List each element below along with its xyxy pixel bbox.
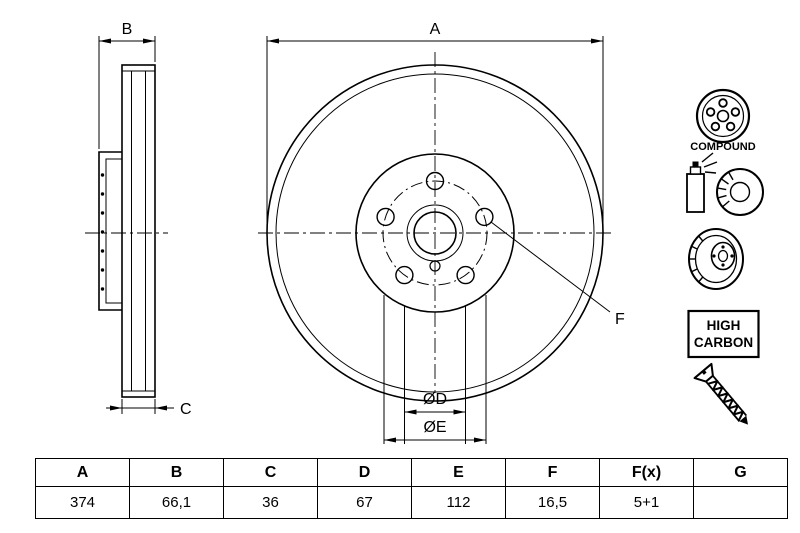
spec-header-a: A — [35, 458, 130, 487]
spray-coating-icon — [686, 152, 764, 216]
spec-value-fx: 5+1 — [599, 486, 694, 519]
coating-hatch — [717, 172, 734, 208]
disc-section-outline — [121, 64, 156, 398]
outer-diameter-circle — [266, 64, 604, 402]
dimension-a — [266, 36, 604, 229]
side-view — [98, 64, 156, 398]
spec-header-b: B — [129, 458, 224, 487]
spec-header-c: C — [223, 458, 318, 487]
center-bore-circle — [413, 211, 457, 255]
outer-chamfer-circle — [275, 73, 595, 393]
compound-label: COMPOUND — [690, 141, 755, 153]
front-view — [266, 64, 604, 402]
bolt-hole — [425, 171, 445, 191]
dim-label-b: B — [122, 21, 133, 38]
bolt-hole — [475, 207, 494, 227]
bolt-hole — [456, 265, 475, 285]
compound-icon — [695, 88, 751, 144]
dimension-b — [98, 36, 156, 149]
vent-ticks — [689, 235, 704, 283]
centerlines — [85, 52, 612, 393]
screw-threads — [707, 380, 745, 422]
coated-disc — [716, 168, 764, 216]
screw-tip — [739, 415, 748, 425]
locating-pin-hole — [429, 260, 441, 272]
dim-label-a: A — [430, 21, 441, 38]
dimension-d — [404, 306, 466, 444]
hat-outline — [98, 151, 122, 311]
high-carbon-line2: CARBON — [694, 335, 753, 350]
spray-lines — [701, 152, 718, 174]
spec-header-g: G — [693, 458, 788, 487]
hat-hole-dots — [100, 173, 105, 291]
dim-label-c: C — [180, 401, 192, 418]
disc-hub — [710, 241, 736, 271]
spec-header-d: D — [317, 458, 412, 487]
spec-table: A B C D E F F(x) G 374 66,1 36 67 112 16… — [35, 458, 788, 519]
vented-disc-3d-icon — [688, 228, 744, 290]
spec-header-e: E — [411, 458, 506, 487]
bolt-hole — [376, 207, 395, 227]
spray-can — [686, 173, 705, 213]
dimension-e — [383, 295, 487, 444]
dimension-c — [106, 399, 174, 414]
hub-circle — [355, 153, 515, 313]
brake-disc-technical-drawing: A B C ØD ØE F COMPOUND — [85, 21, 764, 444]
spec-value-row: 374 66,1 36 67 112 16,5 5+1 — [35, 486, 788, 519]
screw-icon — [693, 362, 748, 425]
bolt-circle — [382, 180, 488, 286]
hat-inner-wall — [105, 158, 122, 304]
high-carbon-badge — [687, 309, 760, 359]
spec-header-row: A B C D E F F(x) G — [35, 458, 788, 487]
dim-label-d: ØD — [423, 391, 447, 408]
spec-header-f: F — [505, 458, 600, 487]
spec-header-fx: F(x) — [599, 458, 694, 487]
dim-label-f: F — [615, 311, 625, 328]
spec-value-c: 36 — [223, 486, 318, 519]
bolt-hole — [395, 265, 414, 285]
dim-label-e: ØE — [423, 419, 446, 436]
high-carbon-line1: HIGH — [707, 318, 741, 333]
hub-stud-dots — [712, 245, 734, 267]
spec-value-f: 16,5 — [505, 486, 600, 519]
spec-value-b: 66,1 — [129, 486, 224, 519]
spec-value-g — [693, 486, 788, 519]
spec-value-a: 374 — [35, 486, 130, 519]
spec-value-e: 112 — [411, 486, 506, 519]
f-leader-line — [490, 221, 611, 313]
spec-value-d: 67 — [317, 486, 412, 519]
